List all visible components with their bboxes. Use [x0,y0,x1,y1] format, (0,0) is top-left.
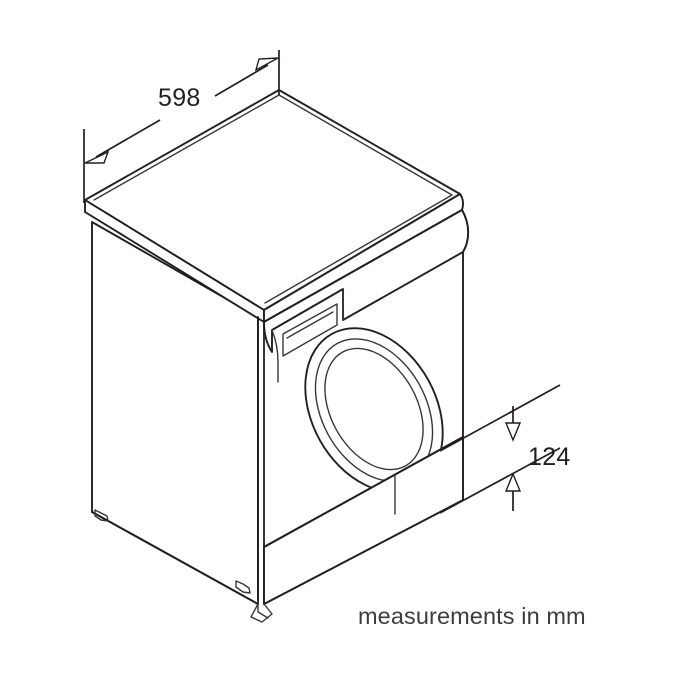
dimension-124-extension-lower [439,447,561,514]
dimension-124-extension-upper [439,384,561,452]
foot-front-left [235,580,251,594]
dimension-598-line-right [214,64,269,97]
foot-rear-left [94,509,109,522]
foot-front-corner [250,603,273,623]
base-plinth-top-edge [263,436,464,548]
dimension-598-arrow-left [84,150,110,164]
control-panel-left-corner [271,329,279,383]
dimension-124-arrow-top [504,422,522,442]
dimension-124-label: 124 [528,443,571,471]
appliance-body [84,89,470,623]
dimension-124: 124 [439,384,571,514]
detergent-drawer-inner-line [286,311,334,339]
dimension-124-arrow-bottom [504,472,522,492]
door-glass [324,347,424,471]
dimension-598-arrow-right [254,57,279,72]
dimension-598-line-left [95,119,161,158]
dimension-598-label: 598 [158,84,201,112]
bottom-edge-left [91,511,259,605]
top-panel-inner-edge [93,94,453,304]
dimension-598: 598 [83,50,280,203]
units-note: measurements in mm [358,603,586,629]
